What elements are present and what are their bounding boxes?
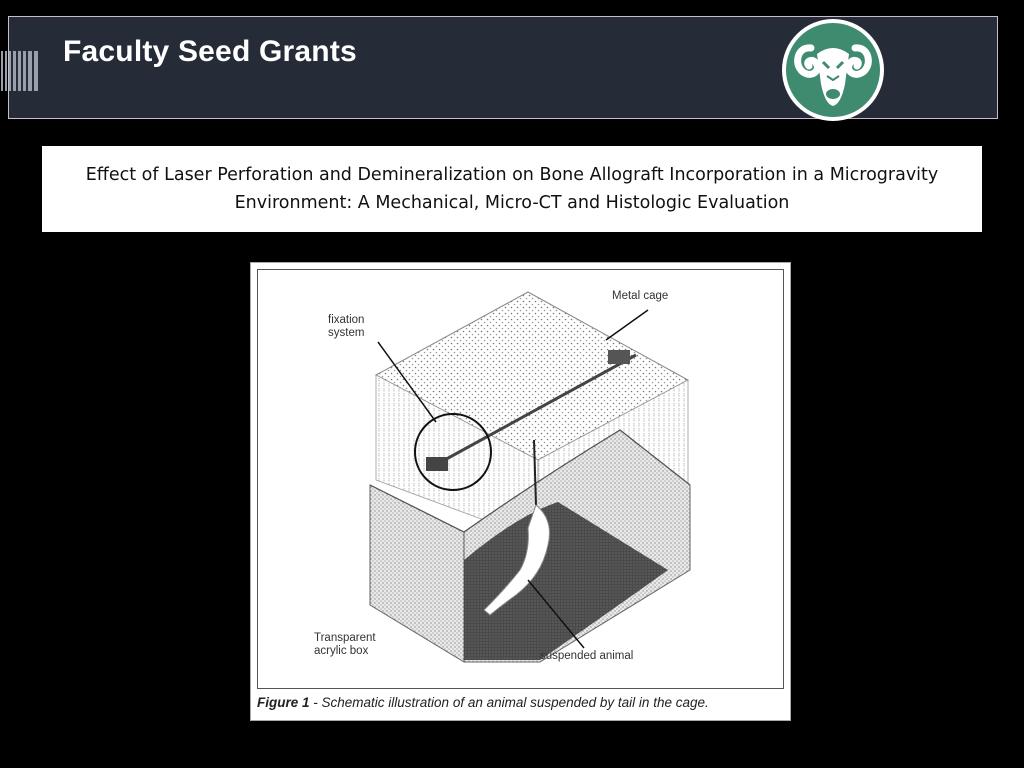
figure-panel: Metal cage fixation system Transparent a… xyxy=(250,262,791,721)
figure-caption-text: - Schematic illustration of an animal su… xyxy=(309,695,709,710)
label-fixation-system: fixation system xyxy=(328,314,365,339)
research-title-line-1: Effect of Laser Perforation and Deminera… xyxy=(85,165,939,185)
figure-caption: Figure 1 - Schematic illustration of an … xyxy=(257,695,784,710)
figure-caption-prefix: Figure 1 xyxy=(257,695,310,710)
label-acrylic-box: Transparent acrylic box xyxy=(314,632,376,657)
figure-illustration: Metal cage fixation system Transparent a… xyxy=(257,269,784,689)
ram-head-logo-icon xyxy=(782,19,884,121)
research-title-line-2: Environment: A Mechanical, Micro-CT and … xyxy=(234,193,790,213)
header-bar: Faculty Seed Grants xyxy=(1,16,998,121)
label-metal-cage: Metal cage xyxy=(612,290,669,302)
page-title: Faculty Seed Grants xyxy=(63,35,357,68)
research-title-box: Effect of Laser Perforation and Deminera… xyxy=(42,146,982,232)
cage-schematic-illustration xyxy=(369,291,691,663)
decorative-stripes-icon xyxy=(1,51,38,91)
label-suspended-animal: suspended animal xyxy=(540,650,634,662)
